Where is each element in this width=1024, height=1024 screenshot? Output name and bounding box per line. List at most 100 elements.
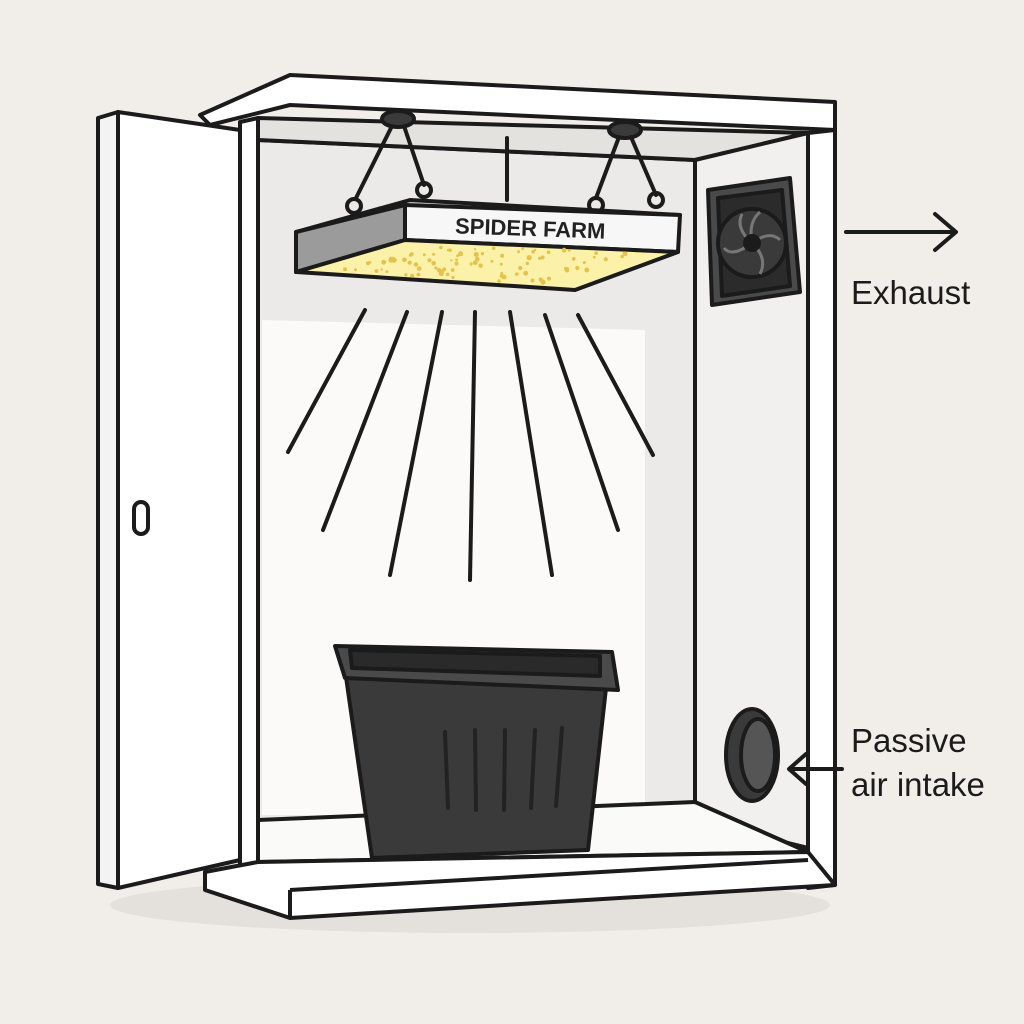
led-diode [567,249,571,252]
light-hangers [345,109,665,215]
led-diode [491,246,496,250]
led-diode [343,267,347,272]
led-diode [538,277,543,282]
led-diode [514,272,519,276]
arrow-left-icon [787,752,844,786]
led-diode [582,261,586,265]
grow-light-panel [294,238,680,292]
light-ray [468,310,477,582]
exhaust-fan-icon [706,176,802,307]
grow-light-diodes [343,245,628,285]
grow-light-brand-label: SPIDER FARM [455,213,606,243]
led-diode [499,262,503,266]
led-diode [410,273,415,278]
led-diode [622,251,628,257]
led-diode [592,255,596,259]
led-diode [497,279,501,283]
intake-label-line2: air intake [851,766,985,803]
led-diode [603,257,608,262]
exhaust-label: Exhaust [851,274,970,311]
led-diode [517,250,521,254]
led-diode [385,270,389,273]
cabinet-right-frame [806,128,837,890]
led-diode [450,268,455,272]
light-ray [576,313,655,457]
led-diode [431,261,437,266]
led-diode [565,268,570,273]
light-rays [286,308,655,582]
light-ray [508,310,554,577]
led-diode [450,259,453,262]
plant-pot [333,644,620,860]
led-diode [620,254,624,259]
led-diode [456,254,459,258]
led-diode [521,247,525,250]
led-diode [531,249,535,254]
led-diode [413,262,419,267]
led-diode [540,255,545,260]
led-diode [380,268,383,271]
cabinet-door[interactable] [96,110,242,890]
light-ray [286,308,367,454]
led-diode [500,253,505,258]
led-diode [427,258,432,263]
led-diode [388,257,394,263]
led-diode [490,259,494,263]
led-diode [475,256,480,262]
led-diode [525,261,529,266]
led-diode [537,256,542,260]
grow-light [294,198,682,292]
led-diode [530,278,535,283]
led-diode [480,252,485,256]
led-diode [445,272,450,277]
led-diode [584,267,590,273]
led-diode [469,262,473,266]
led-diode [434,266,438,270]
led-diode [455,258,458,262]
light-ray [321,310,409,532]
led-diode [354,268,357,272]
led-diode [407,260,412,265]
led-diode [368,261,372,264]
light-ray [543,313,620,532]
led-diode [408,253,413,257]
led-diode [533,248,537,252]
led-diode [501,274,507,280]
led-diode [437,268,441,272]
led-diode [439,245,443,250]
led-diode [571,257,576,261]
led-diode [561,247,567,253]
led-diode [473,248,477,251]
led-diode [416,272,421,277]
led-diode [432,252,436,256]
led-diode [402,257,407,263]
led-diode [404,273,408,277]
led-diode [518,265,523,271]
led-diode [478,263,483,268]
led-diode [546,276,552,281]
door-handle[interactable] [132,500,150,536]
arrow-right-icon [844,212,958,252]
led-diode [442,267,447,272]
cabinet-left-post [238,116,260,895]
led-diode [422,253,426,257]
led-diode [575,265,580,271]
led-diode [374,269,379,273]
led-diode [473,252,479,257]
pot-opening [348,648,602,678]
led-diode [381,259,387,265]
led-diode [416,266,422,271]
led-diode [448,248,452,252]
air-intake-vent-icon [724,707,780,803]
led-diode [472,260,478,266]
led-diode [594,251,598,255]
led-diode [523,270,529,276]
led-diode [451,275,455,280]
led-diode [458,251,464,257]
light-ray [388,310,444,577]
led-diode [546,250,551,255]
led-diode [526,255,532,261]
intake-label-line1: Passive [851,722,967,759]
